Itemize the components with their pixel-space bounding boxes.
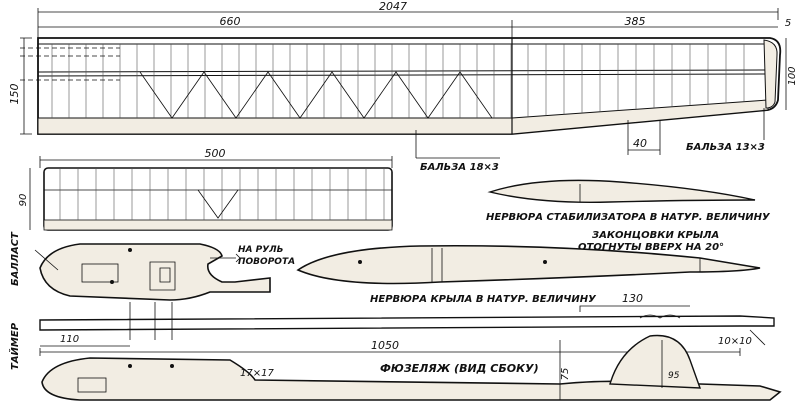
- dim-stab-span: 500: [205, 147, 226, 160]
- dim-fin-height: 75: [560, 368, 571, 381]
- dim-fin-mount: 130: [622, 292, 643, 305]
- stabilizer-plan-view: 500 90: [18, 147, 393, 231]
- label-rudder-line1: НА РУЛЬ: [238, 245, 284, 255]
- fuselage-boom: 130 10×10 110 ТАЙМЕР: [8, 292, 775, 370]
- dim-wing-chord: 150: [8, 84, 21, 105]
- wing-dimensions: 2047 660 385 5 150 100 40 БАЛЬЗА 18×3 БА…: [8, 0, 798, 173]
- label-wing-rib: НЕРВЮРА КРЫЛА В НАТУР. ВЕЛИЧИНУ: [370, 294, 597, 305]
- dim-tip-offset: 5: [785, 18, 791, 29]
- dim-fin-small: 95: [668, 371, 680, 381]
- wing-rib-section: НЕРВЮРА КРЫЛА В НАТУР. ВЕЛИЧИНУ: [296, 244, 761, 305]
- dim-body-section: 17×17: [240, 368, 274, 379]
- dim-stab-chord: 90: [18, 194, 29, 207]
- label-wingtips-line1: ЗАКОНЦОВКИ КРЫЛА: [592, 230, 719, 241]
- wing-plan-view: [20, 37, 782, 135]
- dim-nose-length: 110: [60, 334, 79, 345]
- dim-tip-section: 385: [625, 15, 646, 28]
- dim-tip-detail: 40: [633, 137, 647, 150]
- label-ballast: БАЛЛАСТ: [10, 231, 21, 286]
- fuselage-nose-section: НА РУЛЬ ПОВОРОТА БАЛЛАСТ: [10, 231, 295, 301]
- label-timer: ТАЙМЕР: [8, 322, 21, 370]
- stabilizer-rib-section: НЕРВЮРА СТАБИЛИЗАТОРА В НАТУР. ВЕЛИЧИНУ: [486, 179, 771, 223]
- label-rudder-line2: ПОВОРОТА: [238, 257, 295, 267]
- dim-tip-chord: 100: [787, 66, 798, 85]
- label-stab-rib: НЕРВЮРА СТАБИЛИЗАТОРА В НАТУР. ВЕЛИЧИНУ: [486, 212, 771, 223]
- dim-total-span: 2047: [379, 0, 407, 13]
- stabilizer-ribs: [59, 168, 385, 220]
- label-fuselage-side: ФЮЗЕЛЯЖ (ВИД СБОКУ): [380, 362, 539, 375]
- label-balsa-tip: БАЛЬЗА 13×3: [686, 142, 765, 153]
- dim-center-section: 660: [220, 15, 241, 28]
- label-balsa-center: БАЛЬЗА 18×3: [420, 162, 499, 173]
- label-wingtips-line2: ОТОГНУТЫ ВВЕРХ НА 20°: [578, 242, 724, 253]
- dim-boom-section: 10×10: [718, 336, 752, 347]
- wing-ribs: [51, 44, 745, 118]
- dim-fuselage-length: 1050: [371, 339, 399, 352]
- fuselage-side-view: 1050 95 75 17×17 ФЮЗЕЛЯЖ (ВИД СБОКУ): [39, 334, 782, 401]
